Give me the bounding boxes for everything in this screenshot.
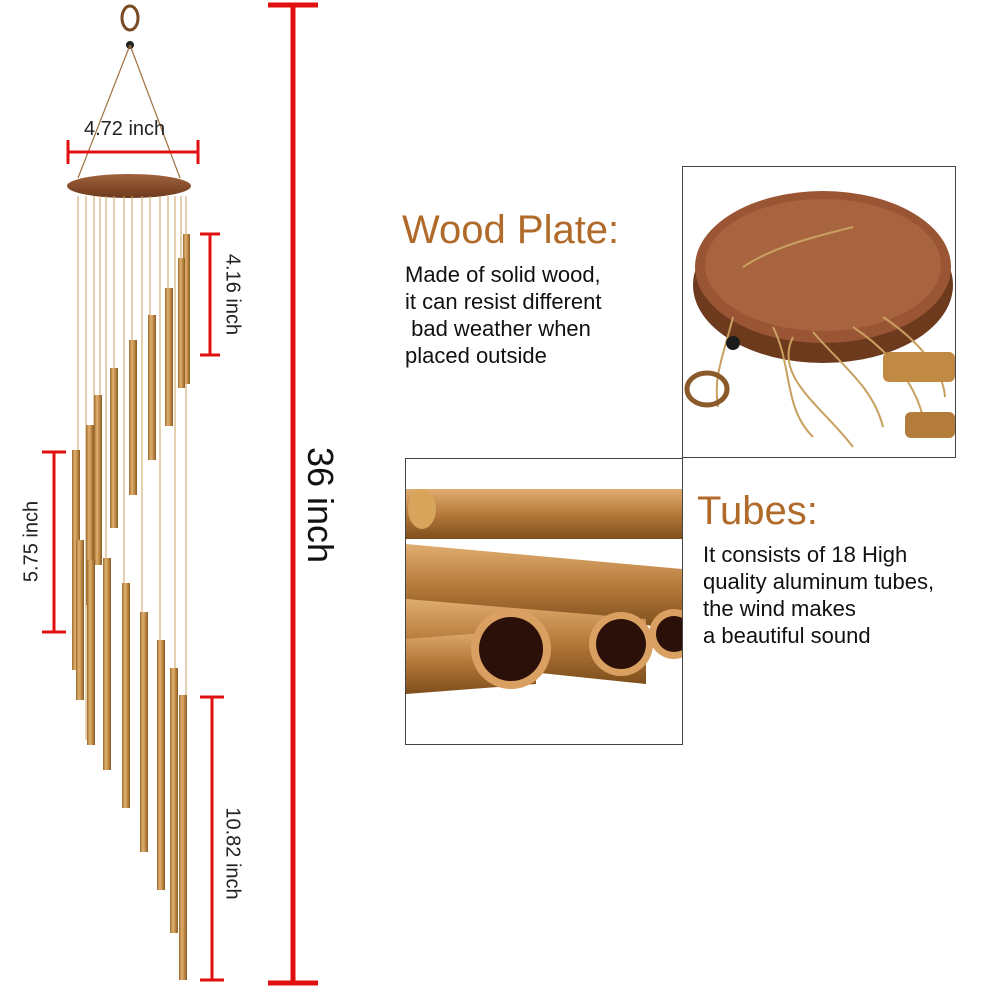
tubes-line: quality aluminum tubes,: [703, 569, 935, 594]
tubes-line: a beautiful sound: [703, 623, 871, 648]
tubes-line: the wind makes: [703, 596, 856, 621]
wood-plate-line: it can resist different: [405, 289, 602, 314]
hanging-ring: [120, 4, 140, 32]
wood-plate-photo: [682, 166, 956, 458]
wood-plate: [67, 174, 191, 198]
tubes-photo: [405, 458, 683, 745]
top-tube-label: 4.16 inch: [221, 253, 244, 336]
wood-plate-description: Made of solid wood, it can resist differ…: [405, 261, 601, 369]
tubes-line: It consists of 18 High: [703, 542, 908, 567]
tubes-heading: Tubes:: [697, 489, 818, 533]
wood-plate-line: placed outside: [405, 343, 547, 368]
tubes-description: It consists of 18 High quality aluminum …: [703, 541, 934, 649]
wind-chime-illustration: [67, 4, 191, 980]
bottom-tube-label: 10.82 inch: [221, 807, 244, 900]
dimension-lines: [42, 2, 318, 986]
middle-tube-label: 5.75 inch: [20, 500, 43, 583]
wood-plate-line: Made of solid wood,: [405, 262, 601, 287]
wood-plate-heading: Wood Plate:: [402, 208, 620, 252]
total-length-label: 36 inch: [300, 446, 341, 564]
wood-plate-line: bad weather when: [405, 316, 591, 341]
hanging-strings: [77, 44, 181, 179]
plate-width-label: 4.72 inch: [84, 118, 166, 140]
chime-tubes: [72, 234, 190, 980]
